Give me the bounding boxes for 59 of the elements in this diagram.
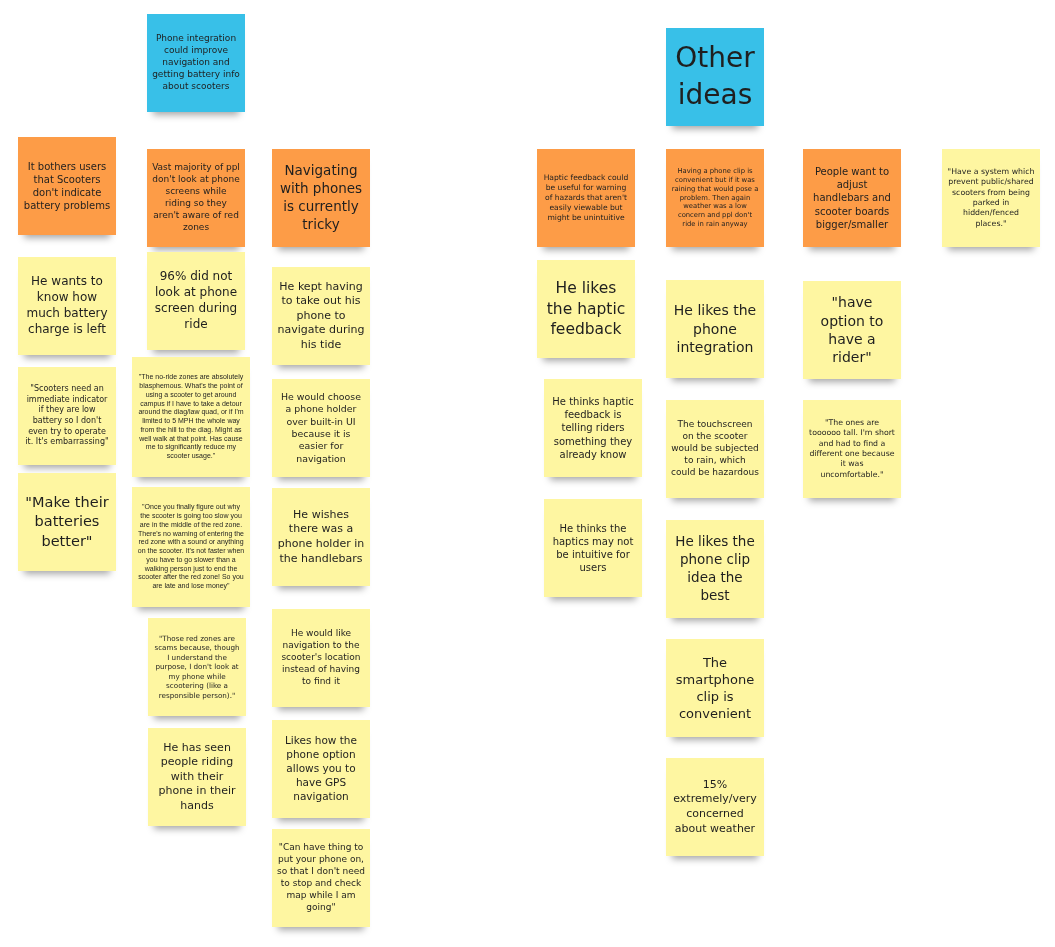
sticky-note [272, 829, 370, 927]
sticky-note [18, 473, 116, 571]
sticky-note [803, 400, 901, 498]
note-text: It bothers users that Scooters don't indicate battery problems [23, 159, 111, 213]
sticky-note [544, 379, 642, 477]
note-text: He would like navigation to the scooter's location instead of having to find it [280, 628, 362, 688]
sticky-note [18, 137, 116, 235]
sticky-note [132, 487, 250, 607]
note-text: Likes how the phone option allows you to have GPS navigation [284, 734, 358, 804]
note-text: "Can have thing to put your phone on, so that I don't need to stop and check map while I am going" [277, 842, 365, 914]
note-text: He likes the haptic feedback [545, 278, 627, 340]
sticky-note [803, 149, 901, 247]
sticky-note [666, 639, 764, 737]
sticky-note [147, 149, 245, 247]
sticky-note [666, 758, 764, 856]
note-text: Vast majority of ppl don't look at phone screens while riding so they aren't aware of red zones [152, 162, 240, 234]
sticky-note [272, 609, 370, 707]
note-text: Navigating with phones is currently tricky [278, 162, 364, 234]
sticky-note [272, 149, 370, 247]
note-text: He wants to know how much battery charge is left [25, 274, 109, 338]
sticky-note [666, 28, 764, 126]
note-text: He thinks haptic feedback is telling riders something they already know [551, 395, 635, 461]
note-text: Other ideas [674, 40, 756, 113]
note-text: People want to adjust handlebars and scooter boards bigger/smaller [812, 165, 892, 231]
sticky-note [544, 499, 642, 597]
sticky-note [537, 260, 635, 358]
note-text: He likes the phone integration [672, 301, 758, 357]
sticky-note [803, 281, 901, 379]
note-text: The touchscreen on the scooter would be subjected to rain, which could be hazardous [671, 419, 759, 479]
note-text: He thinks the haptics may not be intuitive for users [551, 521, 635, 575]
note-text: He likes the phone clip idea the best [674, 533, 756, 605]
sticky-note [666, 520, 764, 618]
sticky-note [666, 149, 764, 247]
sticky-note [147, 252, 245, 350]
sticky-note [272, 379, 370, 477]
note-text: He wishes there was a phone holder in the handlebars [277, 507, 365, 567]
note-text: He would choose a phone holder over built-in UI because it is easier for navigation [280, 390, 362, 466]
note-text: Phone integration could improve navigation and getting battery info about scooters [152, 33, 240, 93]
sticky-note [132, 357, 250, 477]
sticky-note [666, 400, 764, 498]
sticky-note [18, 257, 116, 355]
sticky-note [272, 720, 370, 818]
sticky-note [942, 149, 1040, 247]
sticky-note [272, 267, 370, 365]
note-text: He kept having to take out his phone to navigate during his tide [277, 279, 365, 353]
note-text: "Make their batteries better" [24, 493, 110, 551]
note-text: "Scooters need an immediate indicator if they are low battery so I don't even try to operate it. It's embarrassing" [24, 384, 110, 448]
note-text: The smartphone clip is convenient [674, 653, 756, 723]
note-text: 96% did not look at phone screen during ride [153, 269, 239, 333]
sticky-note [272, 488, 370, 586]
sticky-note [148, 728, 246, 826]
sticky-note [148, 618, 246, 716]
sticky-note [18, 367, 116, 465]
sticky-note [537, 149, 635, 247]
note-text: 15% extremely/very concerned about weather [672, 777, 758, 837]
note-text: "have option to have a rider" [819, 293, 885, 367]
sticky-note [147, 14, 245, 112]
sticky-note [666, 280, 764, 378]
note-text: He has seen people riding with their phone in their hands [157, 740, 237, 814]
